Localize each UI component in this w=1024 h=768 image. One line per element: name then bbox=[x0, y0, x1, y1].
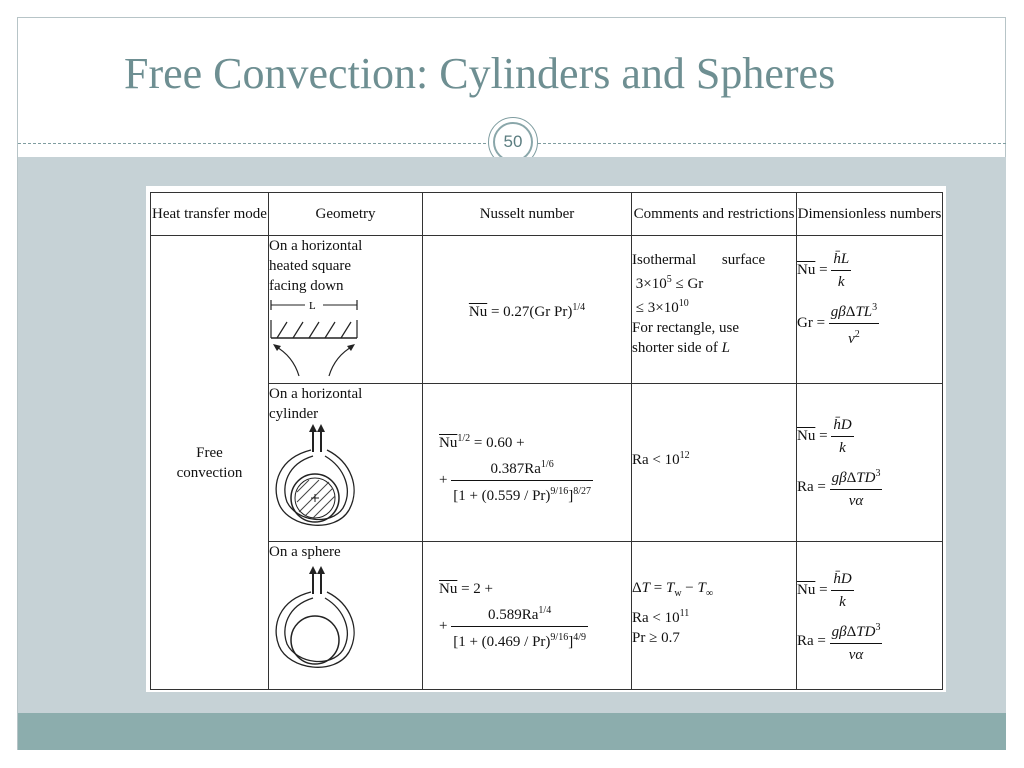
nusselt-equation-sphere-line1: Nu = 2 + bbox=[439, 581, 494, 597]
sphere-diagram bbox=[275, 566, 355, 668]
table-card: Heat transfer mode Geometry Nusselt numb… bbox=[146, 186, 946, 692]
nusselt-cell-cylinder: Nu1/2 = 0.60 + + 0.387Ra1/6[1 + (0.559 /… bbox=[422, 383, 632, 542]
table-row: On a horizontal cylinder bbox=[151, 383, 943, 542]
table-row: On a sphere Nu = 2 + + 0.589Ra1/4[1 + (0… bbox=[151, 541, 943, 690]
comment-line: shorter side of L bbox=[632, 340, 730, 356]
comment-line: ΔT = Tw − T∞ bbox=[632, 580, 713, 599]
comments-cell-square: Isothermal surface 3×105 ≤ Gr ≤ 3×1010 F… bbox=[631, 235, 797, 384]
comments-cell-sphere: ΔT = Tw − T∞ Ra < 1011 Pr ≥ 0.7 bbox=[631, 541, 797, 690]
geometry-cell-square: On a horizontal heated square facing dow… bbox=[268, 235, 423, 384]
nusselt-equation-cylinder-line1: Nu1/2 = 0.60 + bbox=[439, 433, 525, 451]
table-header-row: Heat transfer mode Geometry Nusselt numb… bbox=[150, 192, 943, 236]
header-comments: Comments and restrictions bbox=[631, 192, 797, 236]
header-dimensionless: Dimensionless numbers bbox=[796, 192, 943, 236]
nusselt-equation-sphere-line2: + 0.589Ra1/4[1 + (0.469 / Pr)9/16]4/9 bbox=[423, 600, 631, 653]
nusselt-equation-cylinder-line2: + 0.387Ra1/6[1 + (0.559 / Pr)9/16]8/27 bbox=[423, 454, 631, 507]
heated-square-diagram: L bbox=[270, 300, 358, 377]
geometry-cell-cylinder: On a horizontal cylinder bbox=[268, 383, 423, 542]
comment-line: 3×105 ≤ Gr bbox=[632, 274, 704, 292]
geometry-label: On a sphere bbox=[269, 544, 341, 560]
table-row: Free convection On a horizontal heated s… bbox=[150, 235, 943, 690]
page-number: 50 bbox=[493, 122, 533, 162]
slide-title: Free Convection: Cylinders and Spheres bbox=[124, 49, 836, 98]
header-mode: Heat transfer mode bbox=[150, 192, 269, 236]
horizontal-cylinder-diagram bbox=[275, 424, 355, 526]
dimension-label-l: L bbox=[309, 300, 316, 312]
header-nusselt: Nusselt number bbox=[422, 192, 632, 236]
mode-cell: Free convection bbox=[150, 235, 269, 690]
geometry-cell-sphere: On a sphere bbox=[268, 541, 423, 690]
nusselt-cell-sphere: Nu = 2 + + 0.589Ra1/4[1 + (0.469 / Pr)9/… bbox=[422, 541, 632, 690]
correlation-table: Heat transfer mode Geometry Nusselt numb… bbox=[150, 192, 943, 690]
mode-label: Free convection bbox=[176, 444, 243, 481]
comment-line: ≤ 3×1010 bbox=[632, 298, 689, 316]
comments-cell-cylinder: Ra < 1012 bbox=[631, 383, 797, 542]
comment-line: For rectangle, use bbox=[632, 320, 740, 336]
comment-line: Ra < 1011 bbox=[632, 608, 690, 626]
nusselt-cell-square: Nu = 0.27(Gr Pr)1/4 bbox=[422, 235, 632, 384]
comment-line: Isothermal surface bbox=[632, 252, 766, 268]
comment-line: Ra < 1012 bbox=[632, 450, 690, 468]
geometry-label: On a horizontal heated square facing dow… bbox=[269, 238, 363, 294]
nusselt-equation-square: Nu = 0.27(Gr Pr)1/4 bbox=[468, 301, 586, 320]
footer-band bbox=[18, 713, 1006, 750]
geometry-label: On a horizontal cylinder bbox=[269, 386, 363, 422]
comment-line: Pr ≥ 0.7 bbox=[632, 630, 680, 646]
header-geometry: Geometry bbox=[268, 192, 423, 236]
